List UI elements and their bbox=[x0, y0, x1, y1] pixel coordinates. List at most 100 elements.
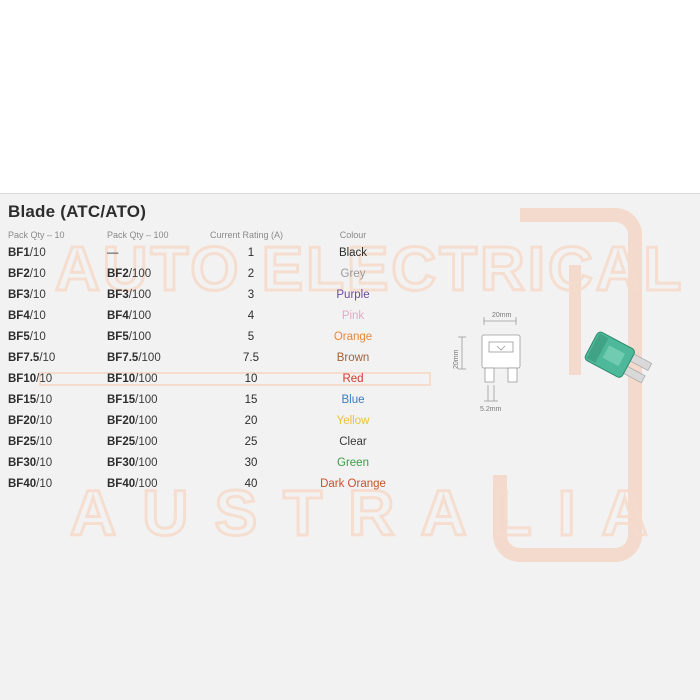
pack-qty-100: /100 bbox=[135, 415, 158, 427]
fuse-dimension-diagram: 20mm 20mm 5.2mm bbox=[453, 312, 521, 413]
part-code-100: BF30 bbox=[107, 457, 136, 469]
pack-qty-10: /10 bbox=[36, 415, 53, 427]
current-rating: 7.5 bbox=[243, 352, 259, 364]
pack-100-part: BF2/100 bbox=[107, 267, 151, 281]
part-code-100: BF10 bbox=[107, 373, 136, 385]
pack-10-part: BF40/10 bbox=[8, 477, 52, 491]
pack-10-part: BF30/10 bbox=[8, 456, 52, 470]
pack-qty-10: /10 bbox=[29, 247, 46, 259]
pack-100-part: BF15/100 bbox=[107, 393, 158, 407]
header-pack-100: Pack Qty – 100 bbox=[107, 230, 169, 240]
header-current-rating: Current Rating (A) bbox=[210, 230, 284, 240]
pack-qty-10: /10 bbox=[36, 394, 53, 406]
part-code-10: BF40 bbox=[8, 478, 37, 490]
current-rating: 2 bbox=[247, 268, 255, 280]
pack-100-part: BF40/100 bbox=[107, 477, 158, 491]
fuse-colour: Blue bbox=[341, 394, 365, 406]
pack-100-part: BF7.5/100 bbox=[107, 351, 161, 365]
current-rating: 20 bbox=[244, 415, 258, 427]
part-code-10: BF3 bbox=[8, 289, 30, 301]
part-code-100: BF25 bbox=[107, 436, 136, 448]
pack-qty-100: /100 bbox=[128, 310, 152, 322]
pack-10-part: BF4/10 bbox=[8, 309, 46, 323]
pack-100-part: — bbox=[107, 246, 119, 260]
pack-qty-10: /10 bbox=[36, 436, 53, 448]
part-code-100: — bbox=[107, 247, 119, 259]
part-code-10: BF15 bbox=[8, 394, 37, 406]
height-dimension-label: 20mm bbox=[453, 349, 460, 369]
pack-qty-100: /100 bbox=[135, 478, 158, 490]
fuse-colour: Yellow bbox=[336, 415, 370, 427]
pack-10-part: BF3/10 bbox=[8, 288, 46, 302]
pack-100-part: BF30/100 bbox=[107, 456, 158, 470]
pack-qty-10: /10 bbox=[29, 310, 46, 322]
fuse-colour: Green bbox=[337, 457, 369, 469]
pack-qty-100: /100 bbox=[138, 352, 161, 364]
pack-qty-100: /100 bbox=[128, 268, 152, 280]
part-code-10: BF10 bbox=[8, 373, 37, 385]
part-code-10: BF7.5 bbox=[8, 352, 40, 364]
section-title: Blade (ATC/ATO) bbox=[8, 202, 147, 221]
table-row: BF30/10 BF30/100 30 Green bbox=[0, 456, 430, 477]
current-rating: 15 bbox=[244, 394, 258, 406]
pack-qty-100: /100 bbox=[135, 373, 158, 385]
part-code-100: BF20 bbox=[107, 415, 136, 427]
fuse-colour: Brown bbox=[336, 352, 370, 364]
fuse-colour: Purple bbox=[336, 289, 370, 301]
current-rating: 4 bbox=[247, 310, 255, 322]
pack-qty-100: /100 bbox=[128, 331, 152, 343]
pack-qty-10: /10 bbox=[29, 331, 46, 343]
pack-100-part: BF10/100 bbox=[107, 372, 158, 386]
width-dimension-label: 20mm bbox=[492, 312, 512, 319]
part-code-100: BF7.5 bbox=[107, 352, 139, 364]
pack-qty-10: /10 bbox=[29, 289, 46, 301]
pack-10-part: BF20/10 bbox=[8, 414, 52, 428]
pack-qty-100: /100 bbox=[128, 289, 152, 301]
table-row: BF1/10 — 1 Black bbox=[0, 246, 430, 267]
part-code-10: BF20 bbox=[8, 415, 37, 427]
current-rating: 30 bbox=[244, 457, 258, 469]
current-rating: 10 bbox=[244, 373, 258, 385]
fuse-colour: Dark Orange bbox=[320, 478, 386, 490]
current-rating: 1 bbox=[247, 247, 255, 259]
part-code-10: BF1 bbox=[8, 247, 30, 259]
part-code-100: BF3 bbox=[107, 289, 129, 301]
current-rating: 3 bbox=[247, 289, 255, 301]
fuse-colour: Orange bbox=[333, 331, 373, 343]
blade-fuse-image bbox=[584, 331, 653, 384]
part-code-100: BF40 bbox=[107, 478, 136, 490]
pack-10-part: BF15/10 bbox=[8, 393, 52, 407]
pack-qty-10: /10 bbox=[29, 268, 46, 280]
current-rating: 5 bbox=[247, 331, 255, 343]
part-code-10: BF25 bbox=[8, 436, 37, 448]
pack-100-part: BF5/100 bbox=[107, 330, 151, 344]
current-rating: 25 bbox=[244, 436, 258, 448]
pack-qty-10: /10 bbox=[36, 373, 53, 385]
pack-10-part: BF2/10 bbox=[8, 267, 46, 281]
fuse-colour: Red bbox=[342, 373, 364, 385]
pack-100-part: BF3/100 bbox=[107, 288, 151, 302]
header-colour: Colour bbox=[339, 230, 367, 240]
section-divider bbox=[0, 193, 700, 194]
header-pack-10: Pack Qty – 10 bbox=[8, 230, 65, 240]
pack-qty-10: /10 bbox=[36, 457, 53, 469]
blade-dimension-label: 5.2mm bbox=[480, 406, 502, 413]
part-code-10: BF5 bbox=[8, 331, 30, 343]
current-rating: 40 bbox=[244, 478, 258, 490]
fuse-colour: Black bbox=[338, 247, 368, 259]
part-code-10: BF2 bbox=[8, 268, 30, 280]
part-code-100: BF5 bbox=[107, 331, 129, 343]
pack-qty-100: /100 bbox=[135, 394, 158, 406]
pack-10-part: BF7.5/10 bbox=[8, 351, 55, 365]
part-code-10: BF4 bbox=[8, 310, 30, 322]
fuse-colour: Grey bbox=[340, 268, 366, 280]
pack-10-part: BF10/10 bbox=[8, 372, 52, 386]
